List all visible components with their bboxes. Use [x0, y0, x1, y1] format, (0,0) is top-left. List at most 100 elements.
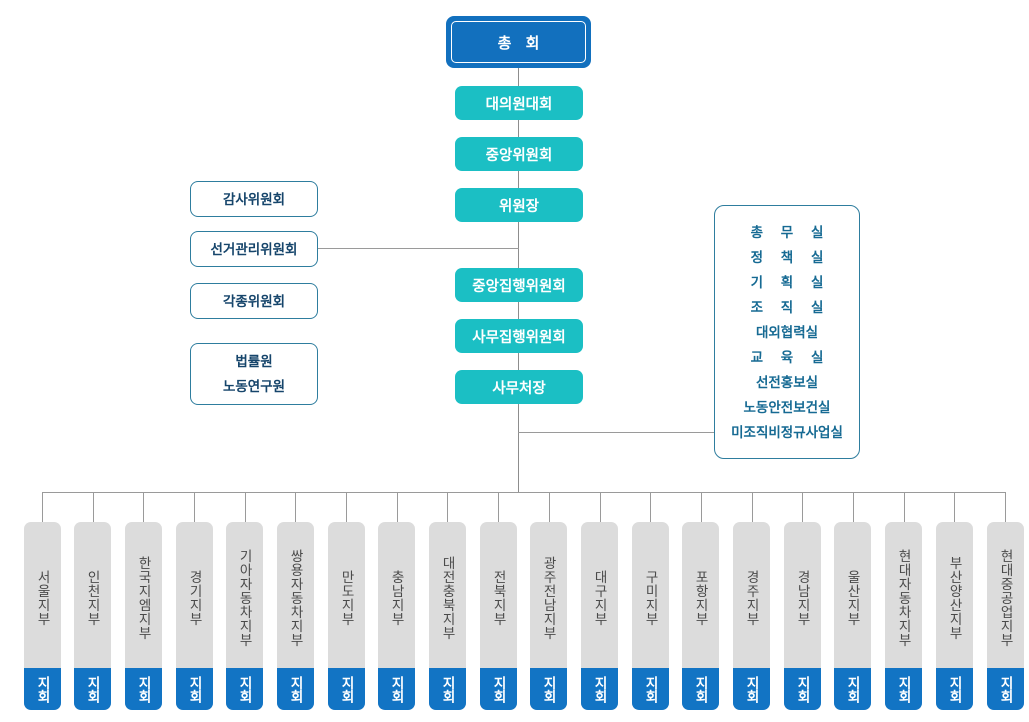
branch-drop-line [752, 492, 753, 522]
branch-local-chapter-badge[interactable]: 지회 [834, 668, 871, 710]
branch-name-label: 전북지부 [491, 570, 507, 626]
branch-local-chapter-badge[interactable]: 지회 [885, 668, 922, 710]
branch-local-chapter-badge[interactable]: 지회 [24, 668, 61, 710]
connector-departments [518, 432, 715, 433]
branch-drop-line [245, 492, 246, 522]
branch-name-label: 만도지부 [339, 570, 355, 626]
node-central-executive-committee[interactable]: 중앙집행위원회 [455, 268, 583, 302]
branch-drop-line [295, 492, 296, 522]
node-various-committees-label: 각종위원회 [222, 293, 286, 309]
node-secretary-general[interactable]: 사무처장 [455, 370, 583, 404]
department-item[interactable]: 총 무 실 [750, 224, 831, 240]
node-legal-research-institute[interactable]: 법률원 노동연구원 [190, 343, 318, 405]
department-item[interactable]: 기 획 실 [750, 274, 831, 290]
department-item[interactable]: 대외협력실 [755, 324, 819, 340]
branch-drop-line [42, 492, 43, 522]
branch-name-label: 포항지부 [693, 570, 709, 626]
branch-local-chapter-badge[interactable]: 지회 [733, 668, 770, 710]
branch-local-chapter-badge[interactable]: 지회 [74, 668, 111, 710]
branch-name-label: 충남지부 [389, 570, 405, 626]
branch-drop-line [498, 492, 499, 522]
branch-local-chapter-badge[interactable]: 지회 [176, 668, 213, 710]
branch-local-chapter-badge[interactable]: 지회 [328, 668, 365, 710]
branch-drop-line [1005, 492, 1006, 522]
branch-drop-line [549, 492, 550, 522]
branch-name-label: 울산지부 [845, 570, 861, 626]
node-general-assembly[interactable]: 총 회 [446, 16, 591, 68]
branch-local-chapter-badge[interactable]: 지회 [987, 668, 1024, 710]
branch-local-chapter-badge[interactable]: 지회 [784, 668, 821, 710]
connector-left-committees [318, 248, 519, 249]
department-item[interactable]: 조 직 실 [750, 299, 831, 315]
branch-name-label: 경주지부 [744, 570, 760, 626]
node-chairperson[interactable]: 위원장 [455, 188, 583, 222]
spine-segment-1 [518, 119, 519, 143]
department-item[interactable]: 교 육 실 [750, 349, 831, 365]
spine-segment-3 [518, 221, 519, 273]
department-item[interactable]: 선전홍보실 [755, 374, 819, 390]
node-election-management-committee-label: 선거관리위원회 [210, 241, 298, 257]
department-item[interactable]: 정 책 실 [750, 249, 831, 265]
department-item[interactable]: 노동안전보건실 [743, 399, 831, 415]
spine-segment-2 [518, 170, 519, 194]
branch-name-label: 한국지엠지부 [136, 556, 152, 640]
node-audit-committee[interactable]: 감사위원회 [190, 181, 318, 217]
branch-name-label: 대구지부 [592, 570, 608, 626]
branch-name-label: 현대자동차지부 [896, 549, 912, 647]
branch-local-chapter-badge[interactable]: 지회 [632, 668, 669, 710]
branch-name-label: 서울지부 [35, 570, 51, 626]
node-legal-institute-label: 법률원 [235, 354, 273, 369]
node-labor-research-label: 노동연구원 [222, 379, 286, 394]
branch-local-chapter-badge[interactable]: 지회 [277, 668, 314, 710]
branch-local-chapter-badge[interactable]: 지회 [581, 668, 618, 710]
spine-segment-4 [518, 301, 519, 325]
branch-name-label: 쌍용자동차지부 [288, 549, 304, 647]
branch-bus [42, 492, 1005, 493]
branch-local-chapter-badge[interactable]: 지회 [682, 668, 719, 710]
branch-drop-line [954, 492, 955, 522]
branch-name-label: 대전충북지부 [440, 556, 456, 640]
department-item[interactable]: 미조직비정규사업실 [731, 424, 843, 440]
node-delegate-convention[interactable]: 대의원대회 [455, 86, 583, 120]
node-central-committee[interactable]: 중앙위원회 [455, 137, 583, 171]
branch-local-chapter-badge[interactable]: 지회 [936, 668, 973, 710]
branch-name-label: 부산양산지부 [947, 556, 963, 640]
branch-drop-line [143, 492, 144, 522]
branch-local-chapter-badge[interactable]: 지회 [480, 668, 517, 710]
branch-drop-line [701, 492, 702, 522]
branch-local-chapter-badge[interactable]: 지회 [226, 668, 263, 710]
node-various-committees[interactable]: 각종위원회 [190, 283, 318, 319]
node-election-management-committee[interactable]: 선거관리위원회 [190, 231, 318, 267]
branch-local-chapter-badge[interactable]: 지회 [125, 668, 162, 710]
branch-drop-line [802, 492, 803, 522]
branch-local-chapter-badge[interactable]: 지회 [530, 668, 567, 710]
branch-local-chapter-badge[interactable]: 지회 [378, 668, 415, 710]
node-office-executive-committee[interactable]: 사무집행위원회 [455, 319, 583, 353]
branch-name-label: 기아자동차지부 [237, 549, 253, 647]
node-general-assembly-frame: 총 회 [451, 21, 586, 63]
branch-local-chapter-badge[interactable]: 지회 [429, 668, 466, 710]
